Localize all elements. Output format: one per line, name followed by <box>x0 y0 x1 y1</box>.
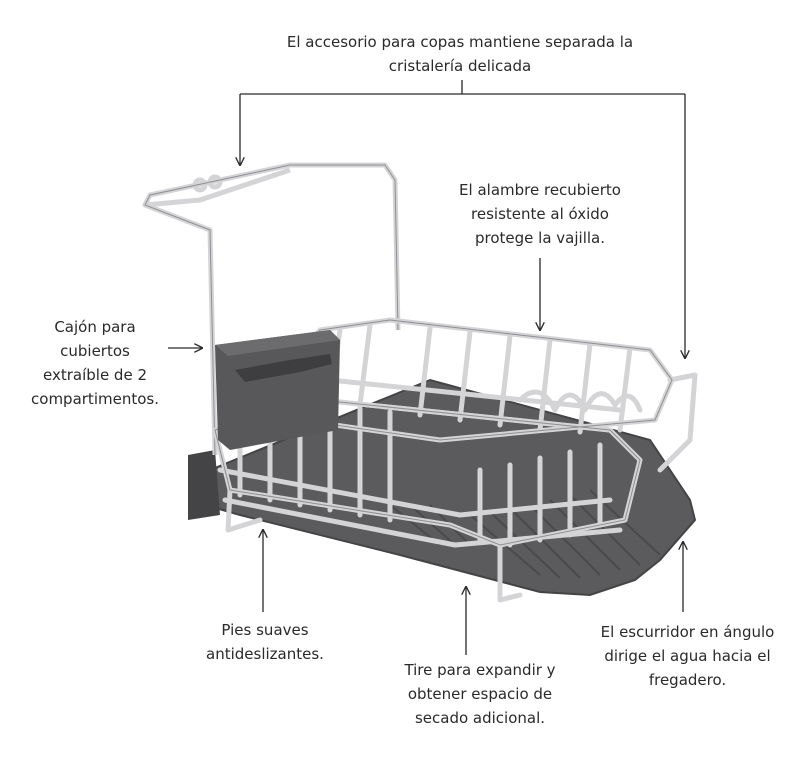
expand-tray-label: Tire para expandir y obtener espacio de … <box>404 661 556 727</box>
cutlery-caddy <box>215 330 340 450</box>
leader-lines <box>168 80 685 655</box>
cutlery-drawer-label: Cajón para cubiertos extraíble de 2 comp… <box>31 318 159 408</box>
angled-drainer-label: El escurridor en ángulo dirige el agua h… <box>600 623 775 689</box>
soft-feet-label: Pies suaves antideslizantes. <box>206 621 324 663</box>
glass-accessory-label: El accesorio para copas mantiene separad… <box>286 33 634 75</box>
coated-wire-label: El alambre recubierto resistente al óxid… <box>459 181 621 247</box>
